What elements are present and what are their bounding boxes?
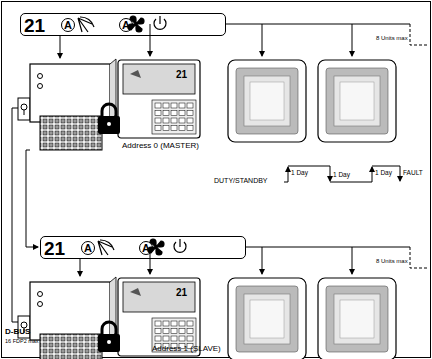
address-label: Address 1 (SLAVE) <box>152 345 221 353</box>
status-display-box: 21 A A <box>20 13 226 36</box>
address-label: Address 0 (MASTER) <box>122 142 199 150</box>
bus-label: D-BUS <box>5 328 30 336</box>
temperature-value: 21 <box>24 16 45 35</box>
capacity-note: 16 FDP2 max <box>5 339 39 345</box>
status-display-box: 21 A A <box>40 236 246 259</box>
state-label: FAULT <box>403 170 423 177</box>
fan-auto: A <box>139 241 153 255</box>
lcd-reading: 21 <box>176 70 187 80</box>
mode-auto: A <box>81 241 95 255</box>
interval-label: 1 Day <box>333 172 350 179</box>
mode-auto: A <box>61 18 75 32</box>
fan-auto: A <box>119 18 133 32</box>
interval-label: 1 Day <box>375 170 392 177</box>
temperature-value: 21 <box>44 239 65 258</box>
interval-label: 1 Day <box>291 170 308 177</box>
lcd-reading: 21 <box>176 288 187 298</box>
mode-label: DUTY/STANDBY <box>214 177 268 184</box>
capacity-note: 8 Units max <box>376 258 408 264</box>
capacity-note: 8 Units max <box>376 35 408 41</box>
